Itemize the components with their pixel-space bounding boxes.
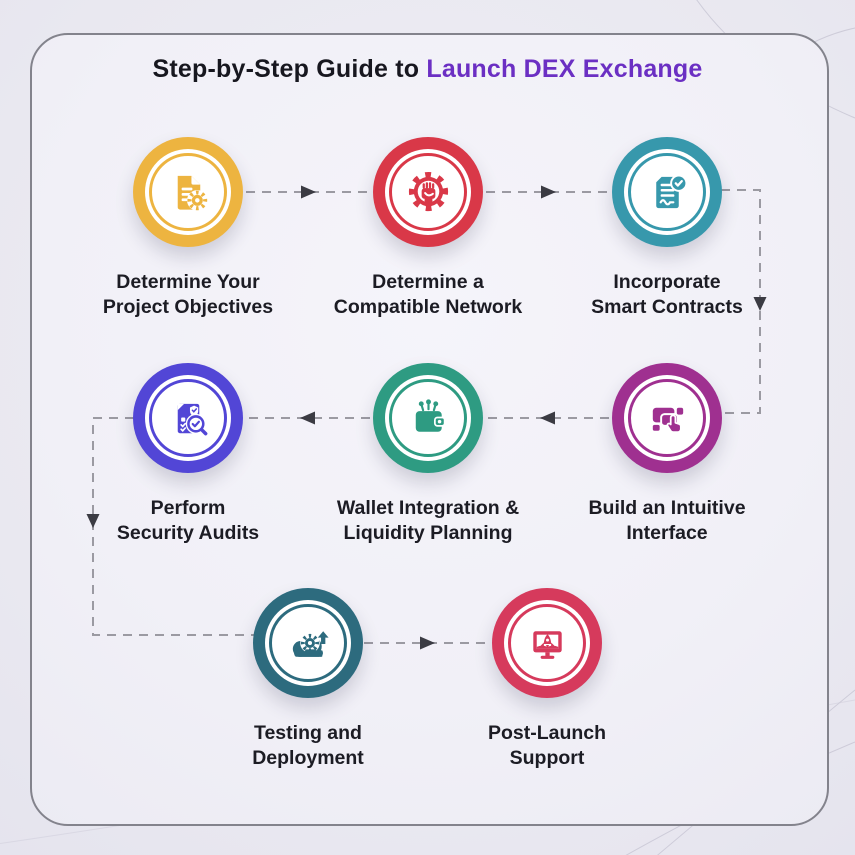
step-node-4: Build an Intuitive Interface <box>588 363 746 544</box>
step-label: Wallet Integration & Liquidity Planning <box>336 497 520 545</box>
step-node-5: Wallet Integration & Liquidity Planning <box>337 363 519 544</box>
step-label: Post-Launch Support <box>487 722 607 770</box>
step-circle <box>133 363 243 473</box>
step-node-8: Post-Launch Support <box>488 588 606 769</box>
step-node-7: Testing and Deployment <box>252 588 364 769</box>
wallet-coins-icon <box>415 398 446 432</box>
contract-check-icon <box>655 174 687 208</box>
monitor-rocket-icon <box>532 630 562 659</box>
step-node-2: Determine a Compatible Network <box>334 137 522 318</box>
step-label: Incorporate Smart Contracts <box>591 271 743 319</box>
interface-touch-icon <box>652 407 683 433</box>
title-prefix: Step-by-Step Guide to <box>152 55 427 83</box>
page-title: Step-by-Step Guide to Launch DEX Exchang… <box>0 55 855 84</box>
step-node-3: Incorporate Smart Contracts <box>591 137 743 318</box>
step-circle <box>612 137 722 247</box>
step-circle <box>492 588 602 698</box>
document-gear-icon <box>177 175 208 211</box>
step-circle <box>373 137 483 247</box>
gear-fist-icon <box>408 171 448 211</box>
step-label: Build an Intuitive Interface <box>588 497 746 545</box>
step-circle <box>612 363 722 473</box>
step-circle <box>373 363 483 473</box>
step-label: Determine a Compatible Network <box>333 271 523 319</box>
security-audit-icon <box>177 403 207 435</box>
step-circle <box>253 588 363 698</box>
title-highlight: Launch DEX Exchange <box>426 55 703 83</box>
step-label: Testing and Deployment <box>252 722 364 770</box>
step-node-1: Determine Your Project Objectives <box>103 137 273 318</box>
cloud-deploy-icon <box>292 630 329 657</box>
step-circle <box>133 137 243 247</box>
step-label: Determine Your Project Objectives <box>102 271 274 319</box>
step-label: Perform Security Audits <box>116 497 260 545</box>
step-node-6: Perform Security Audits <box>117 363 259 544</box>
